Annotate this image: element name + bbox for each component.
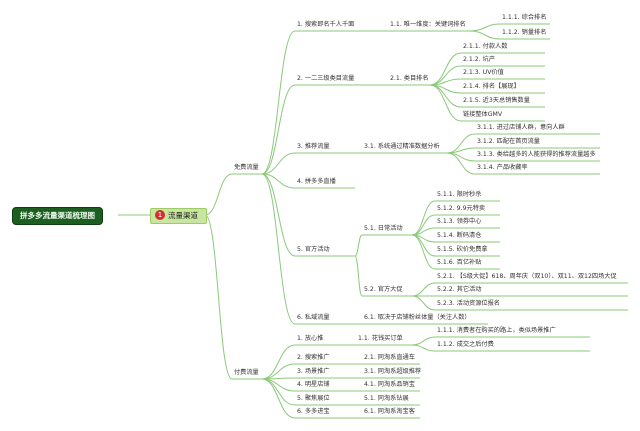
node-paid-sub[interactable]: 5.1. 同淘系钻展 — [364, 395, 409, 402]
node-bigpromo[interactable]: 5.2. 官方大促 — [364, 286, 403, 293]
leaf[interactable]: 2.1.3. UV价值 — [463, 69, 504, 76]
connector — [469, 30, 501, 40]
connector — [469, 23, 501, 32]
leaf[interactable]: 5.1.5. 砍价免费拿 — [437, 246, 488, 253]
leaf[interactable]: 5.1.3. 领券中心 — [437, 218, 482, 225]
connector — [411, 344, 436, 352]
leaf[interactable]: 5.1.1. 限时秒杀 — [437, 191, 482, 198]
node-paid-item[interactable]: 2. 搜索推广 — [297, 354, 330, 361]
leaf[interactable]: 5.1.4. 断码清仓 — [437, 232, 482, 239]
node-fangxin-sub[interactable]: 1.1. 花钱买订单 — [358, 335, 403, 342]
leaf[interactable]: 1.1.1. 综合排名 — [502, 14, 547, 21]
node-private-sub[interactable]: 6.1. 取决于店铺粉丝体量（关注人数） — [364, 314, 471, 321]
node-daily[interactable]: 5.1. 日常活动 — [364, 225, 403, 232]
node-search-sub[interactable]: 1.1. 唯一维度：关键词排名 — [390, 21, 466, 28]
leaf[interactable]: 3.1.1. 进过店铺人群，意向人群 — [477, 124, 565, 131]
leaf[interactable]: 3.1.2. 匹配在首页流量 — [477, 138, 540, 145]
connector — [261, 152, 296, 175]
connector — [411, 234, 436, 270]
connector — [411, 282, 436, 297]
connector — [411, 200, 436, 236]
connector — [429, 52, 462, 86]
node-paid-sub[interactable]: 6.1. 同淘系淘宝客 — [364, 408, 415, 415]
leaf[interactable]: 3.1.4. 产品收藏率 — [477, 164, 528, 171]
node-paid-item[interactable]: 4. 明星店铺 — [297, 381, 330, 388]
node-paid-item[interactable]: 6. 多多进宝 — [297, 408, 330, 415]
node-paid-sub[interactable]: 3.1. 同淘系超级推荐 — [364, 368, 422, 375]
leaf[interactable]: 2.1.5. 近3天总销售数量 — [463, 97, 530, 104]
leaf[interactable]: 链接整体GMV — [463, 111, 503, 118]
connector — [354, 234, 363, 257]
connector — [429, 84, 462, 122]
leaf[interactable]: 2.1.2. 坑产 — [463, 56, 496, 63]
connector — [411, 336, 436, 346]
leaf[interactable]: 5.2.2. 其它活动 — [437, 286, 482, 293]
node-category-sub[interactable]: 2.1. 类目排名 — [390, 75, 429, 82]
node-live[interactable]: 4. 拼多多直播 — [297, 178, 336, 185]
connector — [261, 378, 296, 406]
connector — [411, 295, 436, 311]
node-paid-item[interactable]: 5. 聚焦展位 — [297, 395, 330, 402]
leaf[interactable]: 1.1.2. 销量排名 — [502, 29, 547, 36]
root-node[interactable]: 拼多多流量渠道梳理图 — [12, 207, 103, 225]
node-recommend[interactable]: 3. 推荐流量 — [297, 143, 330, 150]
connector — [261, 173, 296, 257]
leaf[interactable]: 3.1.3. 类给越多的人能获得的推荐流量越多 — [477, 151, 596, 158]
node-recommend-sub[interactable]: 3.1. 系统通过精准数据分析 — [364, 143, 440, 150]
branch-free[interactable]: 免费流量 — [234, 164, 259, 171]
level1-label: 流量渠道 — [168, 211, 198, 220]
branch-connector — [204, 214, 233, 380]
connector — [261, 363, 296, 380]
node-search[interactable]: 1. 搜索即名千人千面 — [297, 21, 355, 28]
node-official[interactable]: 5. 官方活动 — [297, 246, 330, 253]
leaf[interactable]: 1.1.2. 成交之后付费 — [437, 341, 494, 348]
node-paid-sub[interactable]: 2.1. 同淘系直通车 — [364, 354, 415, 361]
connector — [261, 173, 296, 189]
leaf[interactable]: 5.2.1. 【S级大促】618、周年庆（双10）、双11、双12四场大促 — [437, 273, 617, 280]
connector — [261, 173, 296, 325]
connector — [261, 84, 296, 175]
connector — [261, 30, 296, 175]
node-category[interactable]: 2. 一二三级类目流量 — [297, 75, 355, 82]
node-paid-item[interactable]: 3. 场景推广 — [297, 368, 330, 375]
node-fangxin[interactable]: 1. 放心推 — [297, 335, 324, 342]
node-paid-sub[interactable]: 4.1. 同淘系品销宝 — [364, 381, 415, 388]
connector — [354, 255, 363, 297]
node-private[interactable]: 6. 私域流量 — [297, 314, 330, 321]
leaf[interactable]: 5.2.3. 活动资源位报名 — [437, 300, 500, 307]
connector — [261, 378, 296, 419]
connector — [261, 344, 296, 380]
branch-connector — [204, 173, 233, 216]
leaf[interactable]: 5.1.6. 百亿补贴 — [437, 259, 482, 266]
leaf[interactable]: 5.1.2. 9.9元特卖 — [437, 205, 486, 212]
leaf[interactable]: 2.1.4. 排名【展现】 — [463, 83, 520, 90]
leaf[interactable]: 2.1.1. 付款人数 — [463, 43, 508, 50]
connector — [446, 152, 476, 175]
branch-paid[interactable]: 付费流量 — [234, 369, 259, 376]
leaf[interactable]: 1.1.1. 消费者在购买的路上，类似场景推广 — [437, 327, 556, 334]
priority-badge-icon: 1 — [155, 210, 165, 220]
